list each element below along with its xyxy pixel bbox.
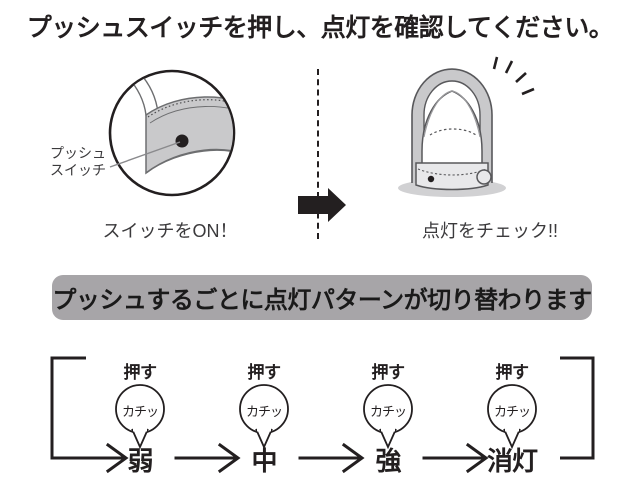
page-title: プッシュスイッチを押し、点灯を確認してください。 — [26, 14, 614, 42]
state-label-1: 弱 — [127, 446, 153, 476]
click-bubble-2: カチッ — [238, 383, 290, 450]
state-label-3: 強 — [375, 446, 401, 476]
press-label-2: 押す — [247, 363, 282, 382]
sequence-loop-svg — [50, 356, 595, 474]
click-sound-4: カチッ — [493, 404, 531, 419]
illustration-area: プッシュ スイッチ スイッチをON！ — [0, 55, 640, 255]
push-switch-callout-line1: プッシュ — [50, 145, 106, 161]
press-label-1: 押す — [123, 363, 158, 382]
push-switch-callout: プッシュ スイッチ — [50, 145, 106, 179]
mode-switch-banner: プッシュするごとに点灯パターンが切り替わります — [52, 275, 592, 320]
press-label-3: 押す — [371, 363, 406, 382]
right-caption: 点灯をチェック!! — [421, 221, 558, 241]
lantern-illustration: 点灯をチェック!! — [360, 55, 620, 255]
speech-bubble-icon — [487, 384, 537, 450]
switch-closeup-svg — [108, 69, 236, 197]
push-switch-callout-line2: スイッチ — [50, 162, 106, 178]
left-caption: スイッチをON！ — [102, 221, 238, 241]
lantern-svg — [398, 56, 535, 197]
lighting-pattern-sequence: 押す カチッ 弱 押す カチッ 中 — [0, 345, 640, 480]
speech-bubble-icon — [239, 384, 289, 450]
click-sound-3: カチッ — [369, 404, 407, 419]
vertical-dashed-divider — [317, 69, 319, 239]
click-bubble-4: カチッ — [486, 383, 538, 450]
switch-closeup-illustration: プッシュ スイッチ スイッチをON！ — [40, 55, 300, 255]
click-sound-1: カチッ — [121, 404, 159, 419]
banner-text: プッシュするごとに点灯パターンが切り替わります — [52, 287, 592, 314]
state-label-2: 中 — [251, 446, 277, 476]
state-label-4: 消灯 — [486, 446, 538, 476]
click-sound-2: カチッ — [245, 404, 283, 419]
block-arrow-right-icon — [298, 188, 346, 222]
click-bubble-1: カチッ — [114, 383, 166, 450]
press-label-4: 押す — [495, 363, 530, 382]
speech-bubble-icon — [363, 384, 413, 450]
click-bubble-3: カチッ — [362, 383, 414, 450]
light-rays-icon — [492, 56, 535, 96]
speech-bubble-icon — [115, 384, 165, 450]
